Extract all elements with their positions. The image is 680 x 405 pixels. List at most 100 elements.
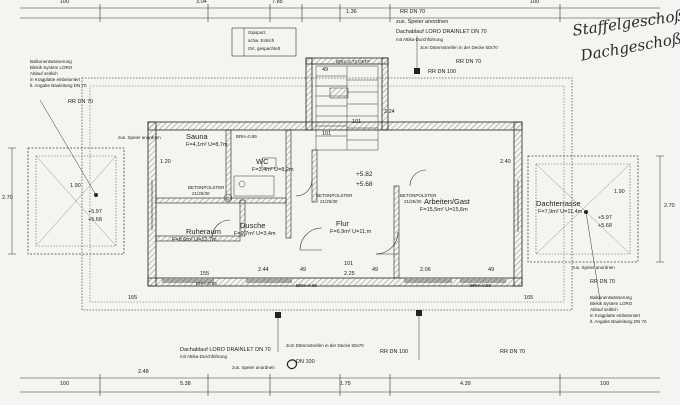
dim-left-190: 1.90 [70,183,81,189]
room-terrasse-name: Dachterrasse [536,199,581,208]
right-terrace [527,155,639,263]
interior-walls [155,129,400,279]
room-ruheraum-area: F=8,6m² U=12,7m [172,237,217,243]
side-dimension-lines [8,147,664,263]
room-arbeiten-area: F=15,5m² U=15,6m [420,207,468,213]
note-left-speier: zus. Speier anordnen [118,135,161,140]
stair-s2: 101 [352,119,362,125]
room-arbeiten-name: Arbeiten/Gast [424,197,470,206]
windows [151,180,519,283]
room-dusche-area: F=0,7m² U=3,4m [234,231,276,237]
dim-left-165: 165 [128,295,138,301]
dim-bottom-1: 5.38 [180,381,191,387]
note-right-balkon2: Blekik System LORO [590,301,633,306]
dim-brh4: BRH=0.85 [470,283,491,288]
dim-49a: 49 [300,267,307,273]
room-dusche-name: Dusche [240,221,266,230]
dim-101: 101 [344,261,354,267]
level-right-a: +5.97 [598,215,612,221]
room-sauna-name: Sauna [186,132,208,141]
bottom-dimension-line [20,374,660,396]
note-top-drain: Dachablauf LORO DRAINLET DN 70 [396,29,487,35]
note-right-rr: RR DN 70 [590,279,616,285]
dim-206: 2.06 [420,267,431,273]
level-left-b: +5.68 [88,217,102,223]
dim-120: 1.20 [160,159,171,165]
dim-brh1: BRH=0.85 [236,134,257,139]
dim-top-4: 1.36 [346,9,357,15]
stair-s3: 101 [322,131,332,137]
dim-bottom-3: 4.39 [460,381,471,387]
note-top-rr100: RR DN 100 [428,69,457,75]
note-right-balkon4: in Kragplatte einbetoniert [590,313,641,318]
shower-fixtures [223,157,277,203]
dim-brh2: BRH=0.85 [196,281,217,286]
room-sauna-area: F=4,1m² U=8,7m [186,142,228,148]
roof-edge [81,77,573,311]
note-left-balkon5: lt. Angabe Bauleitung DN 70 [30,83,87,88]
betonpolster-b2: 21/25/30 [320,199,338,204]
note-bottom-rr100: RR DN 100 [380,349,409,355]
room-wc-name: WC [256,157,269,166]
level-right-b: +5.68 [598,223,612,229]
note-bottom-dn100: DN 100 [296,359,315,365]
betonpolster-b: BETONPOLSTER [316,193,353,198]
dim-right-190: 1.90 [614,189,625,195]
dim-right-165: 165 [524,295,534,301]
stair-label: BRH=0.73 OKFF [336,59,371,64]
legend-g: GK, gespachtelt [248,46,281,51]
note-right-balkon3: Ablauf seitlich [590,307,618,312]
dim-left-270: 2.70 [2,195,13,201]
note-left-rr: RR DN 70 [68,99,94,105]
hand-mark [286,359,298,370]
note-left-balkon3: Ablauf seitlich [30,71,58,76]
dim-bottom-5: 100 [60,381,70,387]
dim-240: 2.40 [500,159,511,165]
dim-top-3: 7.85 [272,0,283,5]
dim-49b: 49 [372,267,379,273]
dim-bottom-6: 100 [600,381,610,387]
legend-box [231,27,297,57]
dim-155: 155 [200,271,210,277]
note-top-insul: 3cm Dämmstreifen in der Decke 50x70 [420,45,498,50]
level-main-b: +5.68 [356,181,373,188]
room-flur-name: Flur [336,219,349,228]
level-left-a: +5.97 [88,209,102,215]
note-left-balkon2: Blekik System LORO [30,65,73,70]
note-bottom-drain: Dachablauf LORO DRAINLET DN 70 [180,347,271,353]
door-swings [211,169,427,255]
stair-s1: 49 [322,67,329,73]
dim-top-6: 100 [530,0,540,5]
legend-b: schw. Estrich [248,38,275,43]
note-right-balkon1: Balkonentwässerung [590,295,632,300]
note-bottom-rr70: RR DN 70 [500,349,526,355]
room-wc-area: F=3,4m² U=8,2m [252,167,294,173]
dim-bottom-4: 1.75 [340,381,351,387]
note-bottom-drain-sub: mit Attika-Durchführung [180,354,228,359]
betonpolster-c2: 21/25/30 [404,199,422,204]
top-dimension-line [20,4,660,22]
dim-right-270: 2.70 [664,203,675,209]
note-bottom-speier: zus. Speier anordnen [232,365,275,370]
dim-brh3: BRH=0.85 [296,283,317,288]
staircase [315,65,379,151]
legend-w: Gipsputz [248,30,266,35]
note-left-balkon1: Balkonentwässerung [30,59,72,64]
dim-244: 2.44 [258,267,269,273]
leader-lines [39,36,601,360]
note-top-drain-sub: mit Attika-Durchführung [396,37,444,42]
dim-top-1: 100 [60,0,70,5]
room-ruheraum-name: Ruheraum [186,227,222,236]
betonpolster-c: BETONPOLSTER [400,193,437,198]
dim-top-2: 3.04 [196,0,207,5]
left-balcony [27,147,125,255]
note-bottom-insul: 3cm Dämmstreifen in der Decke 50x70 [286,343,364,348]
dim-49c: 49 [488,267,495,273]
betonpolster-a2: 21/25/30 [192,191,210,196]
stair-s4: 2.24 [384,109,395,115]
dim-top-5: RR DN 70 [400,9,426,15]
room-terrasse-area: F=7,9m² U=11,4m [538,209,583,215]
betonpolster-a: BETONPOLSTER [188,185,225,190]
